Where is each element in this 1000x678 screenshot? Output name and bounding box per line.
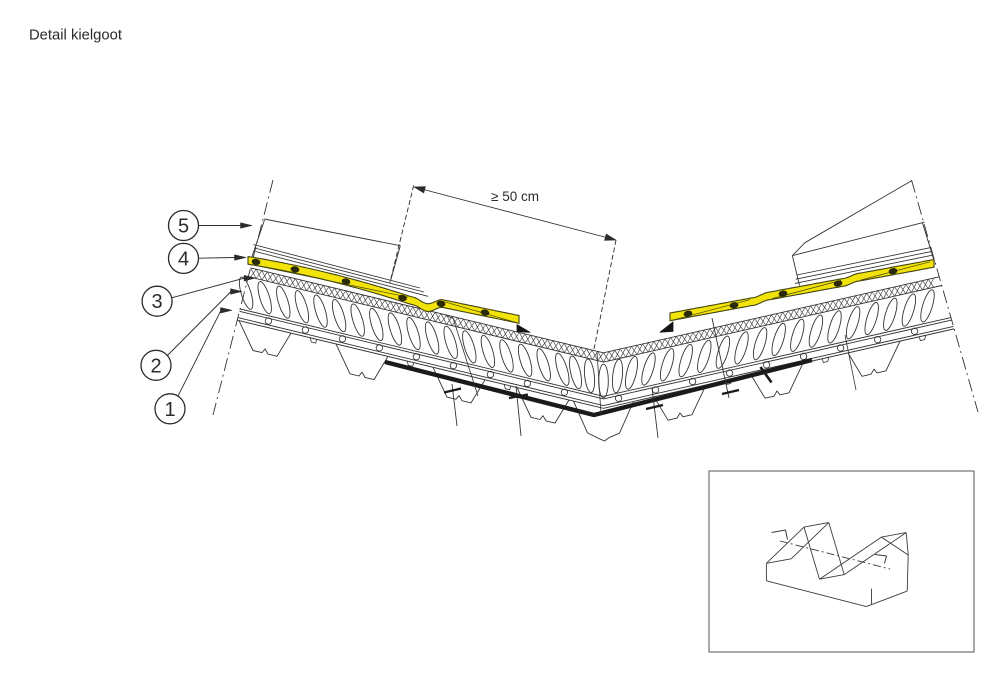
svg-text:2: 2	[150, 355, 161, 377]
svg-text:≥ 50 cm: ≥ 50 cm	[491, 189, 539, 204]
svg-text:4: 4	[178, 248, 189, 270]
svg-text:3: 3	[152, 291, 163, 313]
svg-text:Detail kielgoot: Detail kielgoot	[29, 28, 122, 44]
svg-text:5: 5	[178, 216, 189, 238]
svg-text:1: 1	[164, 399, 175, 421]
